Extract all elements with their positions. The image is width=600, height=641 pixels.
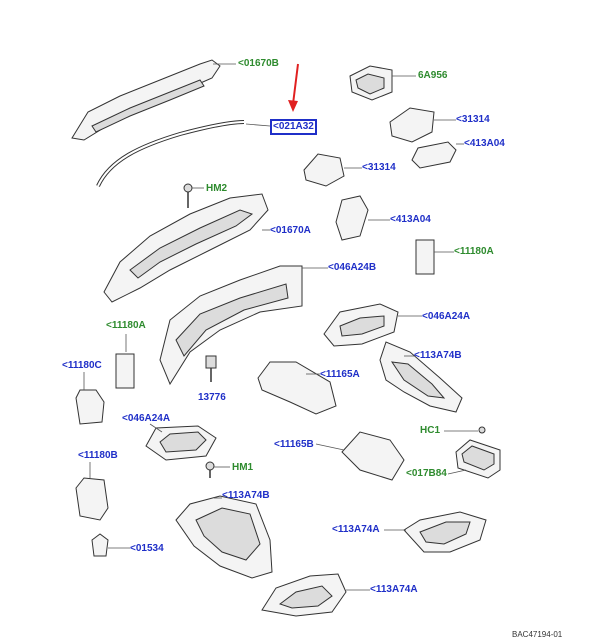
label-021a32[interactable]: <021A32: [270, 119, 317, 135]
label-6a956[interactable]: 6A956: [418, 70, 448, 81]
label-017b84[interactable]: <017B84: [406, 468, 447, 479]
label-11165b[interactable]: <11165B: [274, 439, 314, 450]
bracket-046a24a-right: [323, 303, 422, 347]
pad-31314-mid: [303, 153, 362, 187]
label-413a04-mid[interactable]: <413A04: [390, 214, 431, 225]
label-13776[interactable]: 13776: [198, 392, 226, 403]
label-113a74b-left[interactable]: <113A74B: [222, 490, 270, 501]
block-11180a-right: [415, 239, 454, 275]
label-046a24b[interactable]: <046A24B: [328, 262, 377, 273]
label-01534[interactable]: <01534: [130, 543, 164, 554]
clip-hm2: [183, 183, 204, 208]
label-11180a-left[interactable]: <11180A: [106, 320, 146, 331]
clip-01534: [91, 533, 130, 557]
label-413a04-top[interactable]: <413A04: [464, 138, 505, 149]
connector-017b84: [447, 439, 501, 479]
clip-hc1: [444, 426, 486, 434]
label-hm2[interactable]: HM2: [206, 183, 228, 194]
label-hc1[interactable]: HC1: [420, 425, 441, 436]
label-11180b[interactable]: <11180B: [78, 450, 118, 461]
label-31314-top[interactable]: <31314: [456, 114, 490, 125]
label-11180c[interactable]: <11180C: [62, 360, 102, 371]
panel-113a74a-right: [384, 511, 487, 553]
trim-panel-01670b: [71, 59, 236, 141]
label-113a74b-right[interactable]: <113A74B: [414, 350, 462, 361]
label-113a74a-right[interactable]: <113A74A: [332, 524, 380, 535]
panel-113a74b-right: [379, 341, 463, 413]
panel-046a24b: [159, 265, 328, 386]
clip-hm1: [205, 461, 230, 478]
label-hm1[interactable]: HM1: [232, 462, 254, 473]
bracket-11180b: [75, 462, 109, 521]
label-113a74a-bottom[interactable]: <113A74A: [370, 584, 418, 595]
trim-panel-01670a: [103, 193, 270, 303]
panel-113a74a-bottom: [261, 573, 370, 617]
bracket-046a24a-left: [145, 423, 217, 461]
red-arrow-icon: [288, 63, 299, 112]
panel-11165b: [315, 431, 405, 481]
label-01670b[interactable]: <01670B: [238, 58, 279, 69]
label-11180a-right[interactable]: <11180A: [454, 246, 494, 257]
label-31314-mid[interactable]: <31314: [362, 162, 396, 173]
label-11165a[interactable]: <11165A: [320, 369, 360, 380]
block-11180a-left: [115, 334, 135, 389]
label-01670a[interactable]: <01670A: [270, 225, 311, 236]
seal-strip-021a32: [96, 120, 271, 187]
bracket-6a956: [349, 65, 416, 101]
reference-code: BAC47194-01: [512, 630, 563, 639]
pad-413a04-mid: [335, 195, 390, 241]
pad-31314-top: [389, 107, 456, 143]
bracket-11180c: [75, 372, 105, 425]
pad-413a04-top: [411, 141, 464, 169]
panel-113a74b-left: [175, 495, 273, 579]
label-046a24a-right[interactable]: <046A24A: [422, 311, 471, 322]
label-046a24a-left[interactable]: <046A24A: [122, 413, 171, 424]
panel-11165a: [257, 361, 337, 415]
clip-13776: [205, 355, 217, 382]
